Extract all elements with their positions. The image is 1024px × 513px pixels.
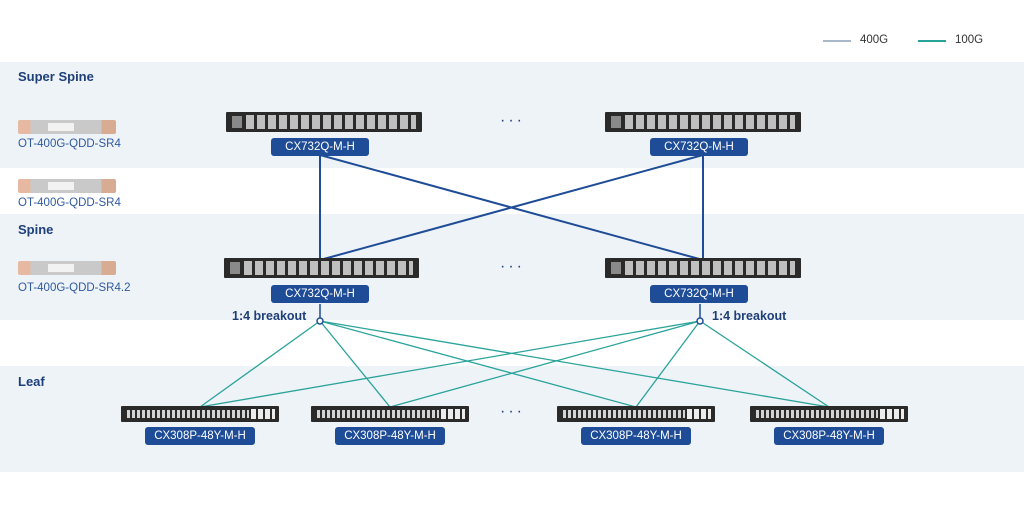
breakout-label-right: 1:4 breakout <box>712 309 787 323</box>
link-100g <box>635 320 701 408</box>
breakout-label-left: 1:4 breakout <box>232 309 307 323</box>
link-100g <box>319 320 391 408</box>
leaf-ellipsis: ··· <box>500 403 525 420</box>
breakout-node <box>696 317 704 325</box>
link-100g <box>319 320 830 408</box>
super-spine-band <box>0 62 1024 168</box>
link-100g <box>199 320 321 408</box>
spine-switch-1 <box>224 258 419 278</box>
link-400g <box>319 154 704 261</box>
tier-label-super-spine: Super Spine <box>18 69 94 84</box>
module-label-super-spine: OT-400G-QDD-SR4 <box>18 138 121 150</box>
module-label-spine: OT-400G-QDD-SR4.2 <box>18 282 131 294</box>
optical-module-image <box>18 179 116 193</box>
leaf-switch-4-label: CX308P-48Y-M-H <box>774 427 884 445</box>
leaf-switch-2-label: CX308P-48Y-M-H <box>335 427 445 445</box>
super-spine-switch-1-label: CX732Q-M-H <box>271 138 369 156</box>
leaf-switch-1 <box>121 406 279 422</box>
leaf-switch-2 <box>311 406 469 422</box>
super-spine-switch-2-label: CX732Q-M-H <box>650 138 748 156</box>
optical-module-image <box>18 120 116 134</box>
link-100g <box>319 320 637 408</box>
link-100g <box>699 320 830 408</box>
breakout-node <box>316 317 324 325</box>
link-100g <box>389 320 701 408</box>
leaf-switch-1-label: CX308P-48Y-M-H <box>145 427 255 445</box>
legend-100g-label: 100G <box>955 34 984 46</box>
spine-band <box>0 214 1024 320</box>
link-100g <box>199 320 701 408</box>
leaf-switch-4 <box>750 406 908 422</box>
tier-label-leaf: Leaf <box>18 374 45 389</box>
leaf-switch-3 <box>557 406 715 422</box>
spine-switch-2 <box>605 258 801 278</box>
spine-switch-1-label: CX732Q-M-H <box>271 285 369 303</box>
module-label-between: OT-400G-QDD-SR4 <box>18 197 121 209</box>
super-spine-ellipsis: ··· <box>500 112 525 129</box>
legend-100g-line <box>918 40 946 42</box>
optical-module-image <box>18 261 116 275</box>
legend-400g-label: 400G <box>860 34 889 46</box>
super-spine-switch-1 <box>226 112 422 132</box>
tier-label-spine: Spine <box>18 222 54 237</box>
leaf-switch-3-label: CX308P-48Y-M-H <box>581 427 691 445</box>
legend-400g-line <box>823 40 851 42</box>
spine-ellipsis: ··· <box>500 258 525 275</box>
spine-switch-2-label: CX732Q-M-H <box>650 285 748 303</box>
super-spine-switch-2 <box>605 112 801 132</box>
